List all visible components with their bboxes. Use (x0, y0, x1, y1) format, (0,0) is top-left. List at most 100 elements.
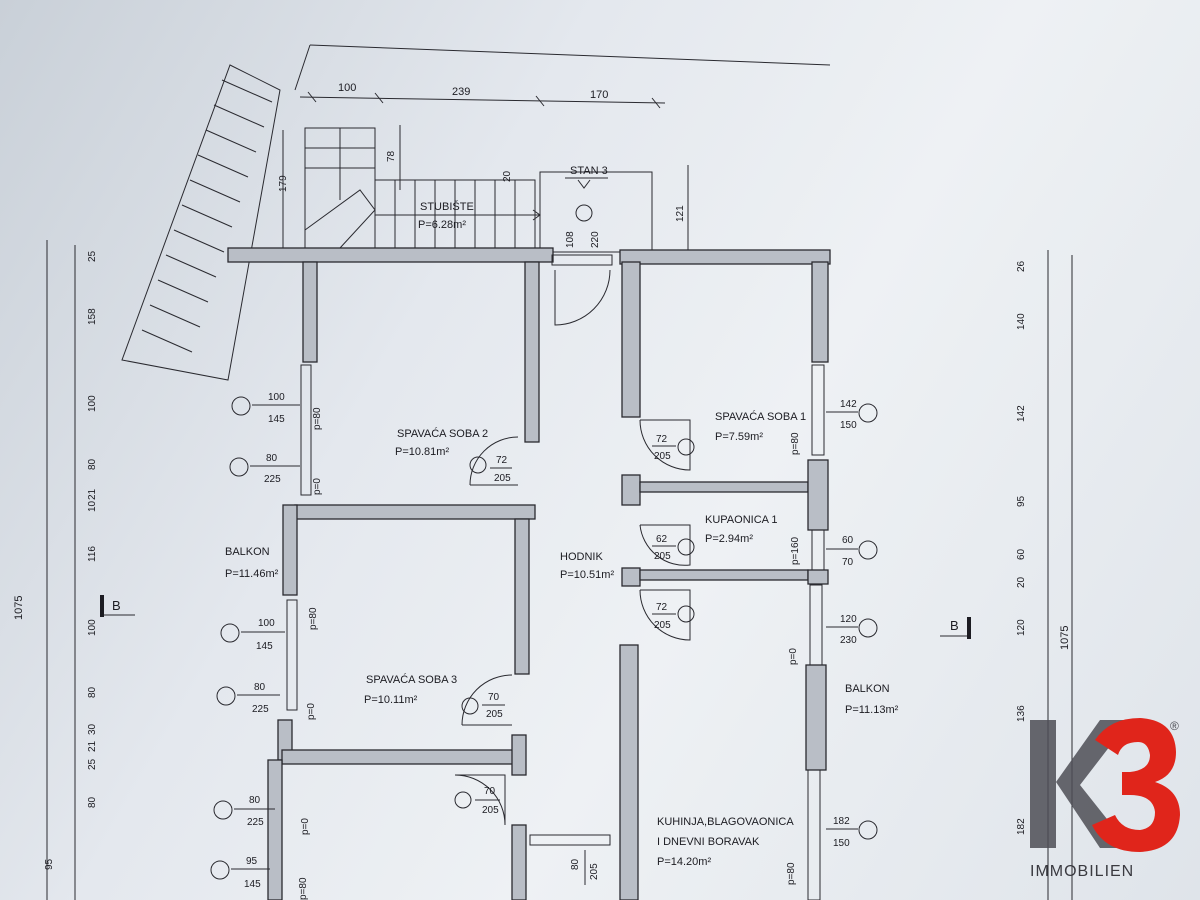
room-name-soba-2: SPAVAĆA SOBA 2 (397, 427, 488, 440)
dim-left: 158 (87, 308, 98, 325)
door-soba1-w: 72 (656, 434, 668, 445)
room-name-kupaonica: KUPAONICA 1 (705, 514, 778, 526)
room-area-stubiste: P=6.28m² (418, 219, 466, 231)
room-name-balkon-left: BALKON (225, 546, 270, 558)
dim-right: 136 (1016, 705, 1027, 722)
dim-entry-121: 121 (675, 205, 686, 222)
dim-left: 95 (44, 858, 55, 870)
door-bottom2-h: 205 (589, 863, 600, 880)
parapet-labels: p=80 p=0 p=80 p=0 p=0 p=80 p=80 p=160 p=… (298, 407, 801, 900)
win-r4-w: 182 (833, 816, 850, 827)
win-r3-w: 120 (840, 614, 857, 625)
room-name-kuhinja-2: I DNEVNI BORAVAK (657, 836, 760, 848)
win-r1-w: 142 (840, 399, 857, 410)
dim-left: 100 (87, 395, 98, 412)
dim-top-1: 100 (338, 82, 356, 94)
room-area-soba-1: P=7.59m² (715, 431, 763, 443)
dim-stair-20: 20 (502, 170, 513, 182)
section-b-left: B (112, 598, 121, 613)
section-markers: B B (100, 595, 971, 639)
room-name-kuhinja-1: KUHINJA,BLAGOVAONICA (657, 816, 794, 828)
win-r1-h: 150 (840, 420, 857, 431)
dim-left: 25 (87, 250, 98, 262)
entrance-stan-3: STAN 3 108 220 121 (539, 165, 689, 262)
room-name-balkon-right: BALKON (845, 683, 890, 695)
room-area-soba-3: P=10.11m² (364, 694, 418, 706)
logo-immobilien-text: IMMOBILIEN (1030, 863, 1134, 880)
dim-right: 26 (1016, 260, 1027, 272)
dim-right: 120 (1016, 619, 1027, 636)
room-name-stubiste: STUBIŠTE (420, 200, 474, 213)
door-bottom-w: 70 (484, 786, 496, 797)
parapet-label: p=80 (308, 607, 319, 630)
room-area-soba-2: P=10.81m² (395, 446, 449, 458)
win-l5-w: 80 (249, 795, 261, 806)
win-l6-h: 145 (244, 879, 261, 890)
win-l6-w: 95 (246, 856, 258, 867)
dim-left: 25 (87, 758, 98, 770)
parapet-label: p=80 (790, 432, 801, 455)
dim-left-total: 1075 (13, 596, 25, 620)
win-l1-h: 145 (268, 414, 285, 425)
dim-door-220: 220 (590, 231, 601, 248)
door-kup-w: 62 (656, 534, 668, 545)
parapet-label: p=160 (790, 536, 801, 565)
door-hod-w: 72 (656, 602, 668, 613)
logo-registered-mark: ® (1170, 719, 1179, 733)
door-kup-h: 205 (654, 551, 671, 562)
door-soba3-w: 70 (488, 692, 500, 703)
room-area-balkon-left: P=11.46m² (225, 568, 279, 580)
room-name-soba-3: SPAVAĆA SOBA 3 (366, 673, 457, 686)
dim-door-108: 108 (565, 231, 576, 248)
dim-left: 80 (87, 458, 98, 470)
door-bottom-h: 205 (482, 805, 499, 816)
dim-left: 21 (87, 488, 98, 500)
parapet-label: p=80 (298, 877, 309, 900)
win-r2-h: 70 (842, 557, 854, 568)
room-area-balkon-right: P=11.13m² (845, 704, 899, 716)
dim-right: 142 (1016, 405, 1027, 422)
door-soba2-h: 205 (494, 473, 511, 484)
parapet-label: p=0 (300, 818, 311, 835)
dim-right: 140 (1016, 313, 1027, 330)
win-l2-w: 80 (266, 453, 278, 464)
dim-stair-78: 78 (386, 150, 397, 162)
dim-left: 21 (87, 740, 98, 752)
parapet-label: p=0 (788, 648, 799, 665)
win-l5-h: 225 (247, 817, 264, 828)
win-l4-h: 225 (252, 704, 269, 715)
dim-left: 100 (87, 619, 98, 636)
door-hod-h: 205 (654, 620, 671, 631)
parapet-label: p=80 (312, 407, 323, 430)
interior-stair: 179 78 20 STUBIŠTE P=6.28m² (278, 125, 541, 250)
external-stair (121, 64, 281, 381)
room-name-soba-1: SPAVAĆA SOBA 1 (715, 410, 806, 423)
win-r3-h: 230 (840, 635, 857, 646)
win-l2-h: 225 (264, 474, 281, 485)
room-area-hodnik: P=10.51m² (560, 569, 614, 581)
dim-right: 95 (1016, 495, 1027, 507)
dim-top-2: 239 (452, 86, 470, 98)
win-l1-w: 100 (268, 392, 285, 403)
parapet-label: p=0 (306, 703, 317, 720)
door-soba1-h: 205 (654, 451, 671, 462)
dim-top-3: 170 (590, 89, 608, 101)
window-tags-right: 142 150 60 70 120 230 182 150 (826, 399, 878, 849)
dim-left: 30 (87, 723, 98, 735)
dim-right-total: 1075 (1059, 626, 1071, 650)
dim-right: 20 (1016, 576, 1027, 588)
dim-left: 80 (87, 686, 98, 698)
dim-right: 60 (1016, 548, 1027, 560)
door-tags: 72 205 72 205 62 205 72 205 70 205 70 20… (454, 434, 695, 885)
label-stan-3: STAN 3 (570, 165, 608, 177)
dim-left: 116 (87, 546, 98, 562)
parapet-label: p=80 (786, 862, 797, 885)
room-area-kuhinja: P=14.20m² (657, 856, 711, 868)
room-area-kupaonica: P=2.94m² (705, 533, 753, 545)
win-l3-w: 100 (258, 618, 275, 629)
window-tags-left: 100 145 80 225 100 145 80 225 80 225 95 … (210, 392, 300, 890)
site-boundary-line (309, 44, 831, 66)
section-b-right: B (950, 618, 959, 633)
top-dimension-chain: 100 239 170 (299, 82, 666, 109)
